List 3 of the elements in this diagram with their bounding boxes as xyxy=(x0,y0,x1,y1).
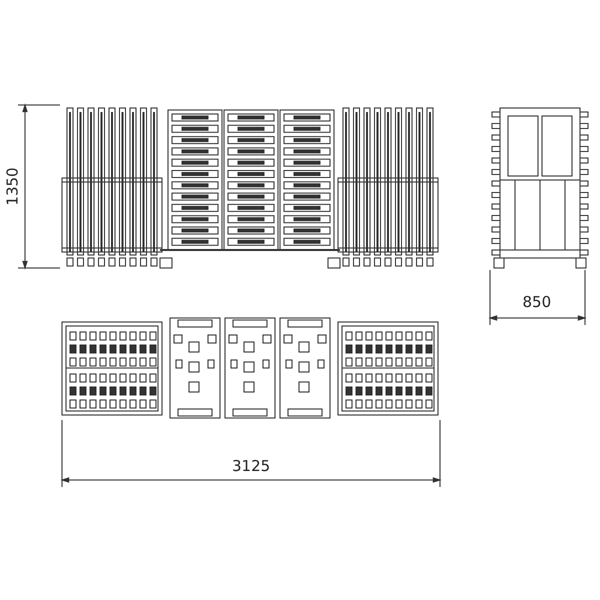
dimension-value: 1350 xyxy=(6,166,21,206)
dimension-value: 3125 xyxy=(232,458,270,474)
dimension-value: 850 xyxy=(522,294,552,310)
